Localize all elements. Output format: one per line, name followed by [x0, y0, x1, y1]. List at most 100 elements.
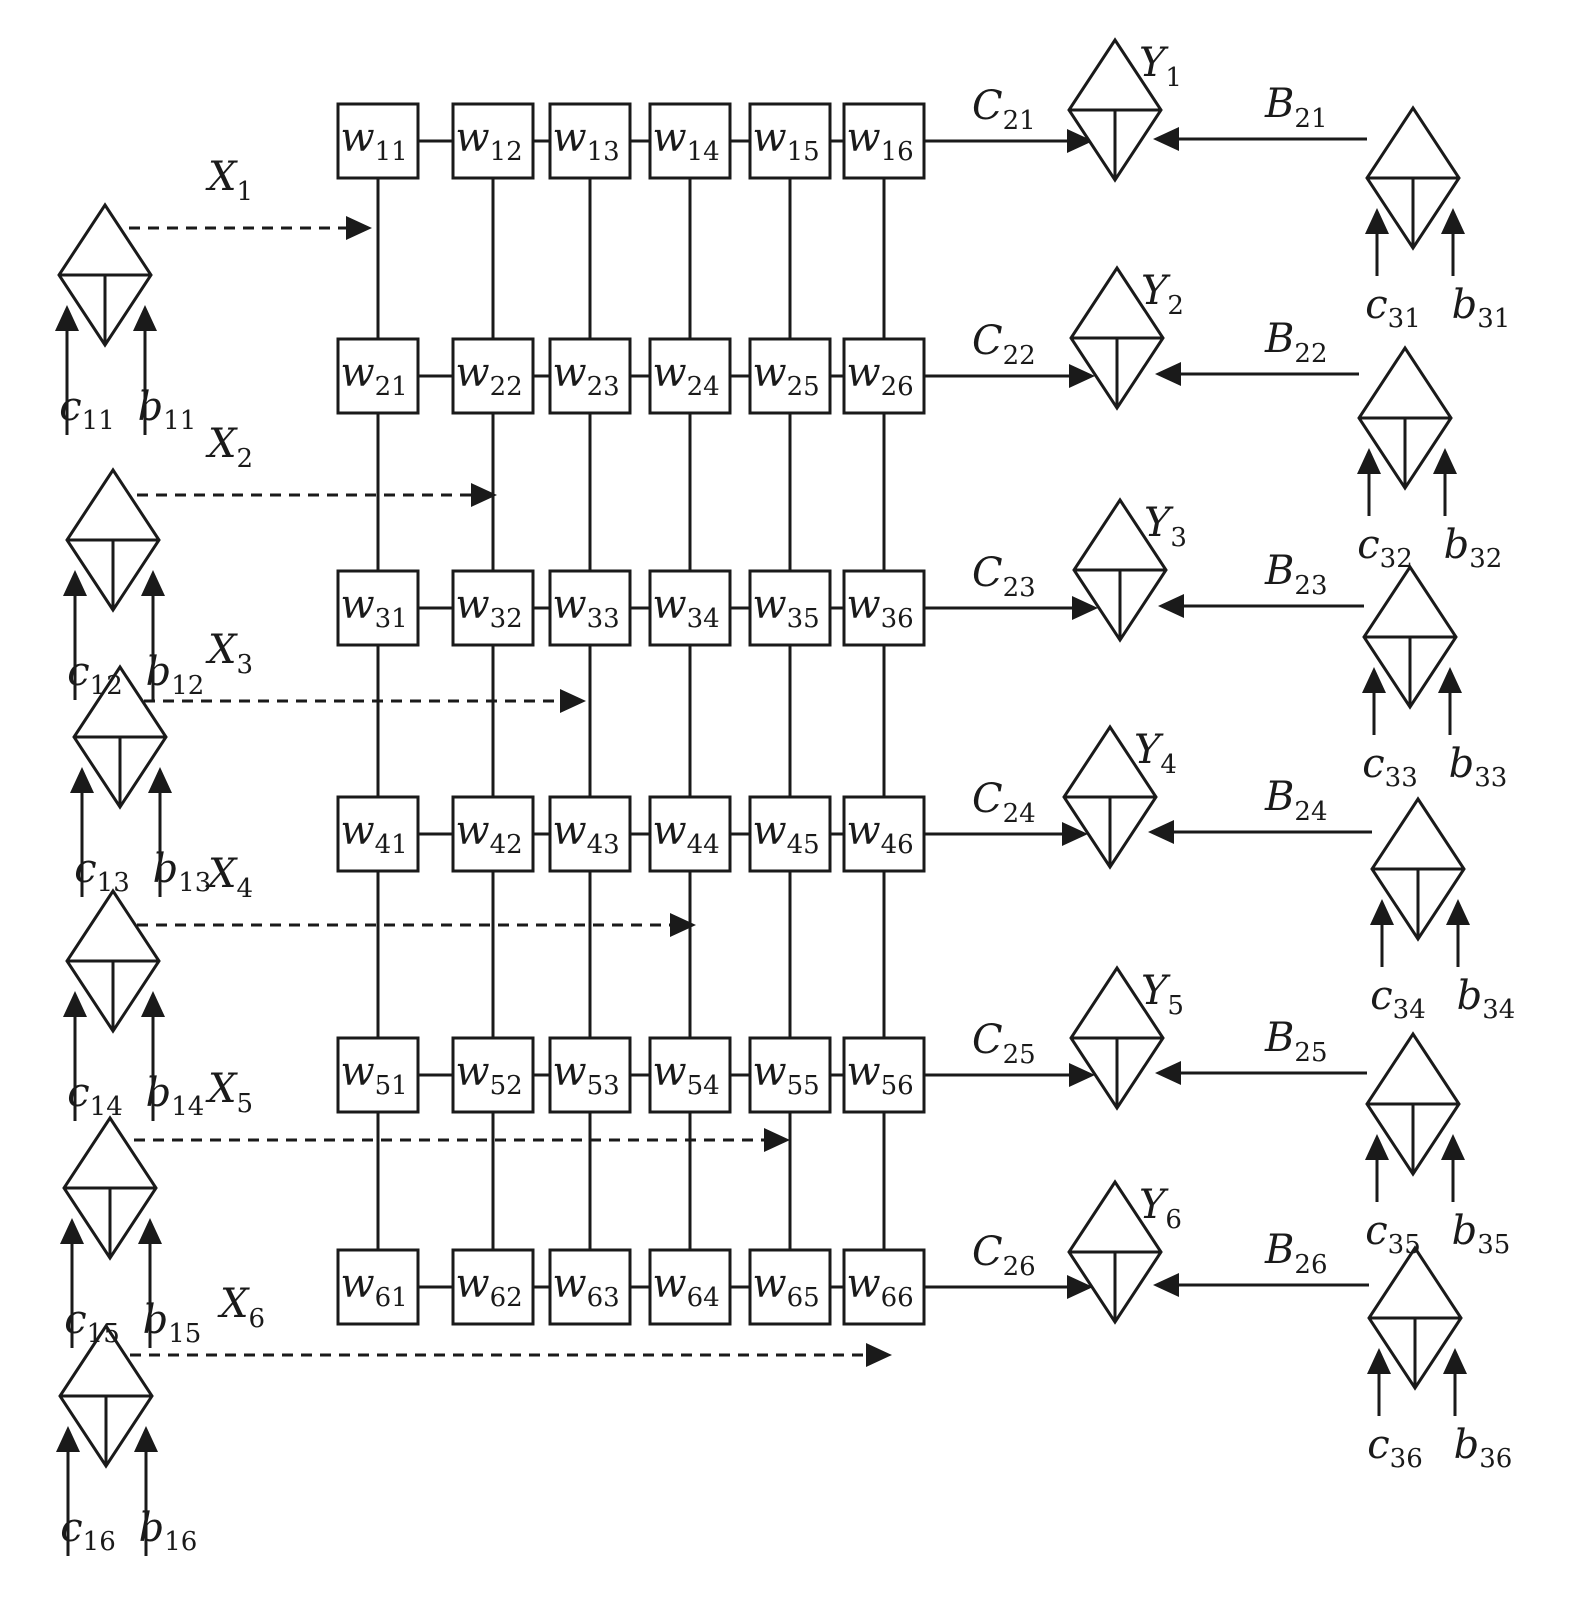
- source-c-arrowhead: [1365, 208, 1389, 234]
- weight-box: [648, 337, 732, 415]
- source-b-label: b36: [1454, 1422, 1513, 1474]
- input-b-arrowhead: [133, 305, 157, 331]
- weight-label: w15: [752, 115, 819, 167]
- weight-label: w12: [455, 115, 522, 167]
- input-c-label: c14: [67, 1070, 123, 1122]
- weight-label: w42: [455, 808, 522, 860]
- source-b-label: b32: [1444, 522, 1503, 574]
- output-c-arrowhead: [1069, 1063, 1095, 1087]
- output-c-label: C24: [972, 776, 1036, 829]
- weight-box: [842, 795, 926, 873]
- input-dashed-arrowhead: [471, 483, 497, 507]
- output-node: [1067, 1179, 1163, 1325]
- weight-box: [648, 102, 732, 180]
- output-c-label: C25: [972, 1017, 1036, 1070]
- output-c-arrowhead: [1072, 596, 1098, 620]
- input-b-label: b16: [139, 1505, 198, 1557]
- source-c-arrowhead: [1370, 899, 1394, 925]
- output-c-arrowhead: [1062, 822, 1088, 846]
- weight-label: w41: [340, 808, 407, 860]
- input-c-arrowhead: [60, 1218, 84, 1244]
- source-b-label: b34: [1457, 973, 1516, 1025]
- source-c-arrowhead: [1367, 1348, 1391, 1374]
- weight-box: [336, 569, 420, 647]
- input-node: [65, 888, 161, 1034]
- weight-label: w56: [846, 1049, 913, 1101]
- input-x-label: X5: [205, 1066, 253, 1119]
- weight-label: w16: [846, 115, 913, 167]
- output-c-label: C21: [972, 83, 1036, 136]
- output-b-label: B25: [1264, 1015, 1328, 1068]
- input-x-label: X2: [205, 421, 253, 474]
- output-node: [1072, 497, 1168, 643]
- input-c-label: c13: [74, 846, 130, 898]
- weight-box: [842, 337, 926, 415]
- input-b-label: b11: [138, 384, 197, 436]
- input-node: [62, 1115, 158, 1261]
- diagram-nodes: [57, 37, 1466, 1469]
- input-b-label: b14: [146, 1070, 205, 1122]
- input-c-arrowhead: [70, 767, 94, 793]
- output-b-label: B23: [1264, 548, 1328, 601]
- weight-label: w55: [752, 1049, 819, 1101]
- source-c-label: c33: [1362, 741, 1418, 793]
- weight-box: [336, 795, 420, 873]
- output-b-arrowhead: [1155, 1061, 1181, 1085]
- input-node: [72, 664, 168, 810]
- weight-box: [748, 337, 832, 415]
- source-b-label: b31: [1452, 282, 1511, 334]
- source-c-label: c35: [1365, 1208, 1421, 1260]
- output-b-arrowhead: [1153, 1273, 1179, 1297]
- output-b-label: B26: [1264, 1227, 1328, 1280]
- input-x-label: X4: [205, 851, 253, 904]
- weight-label: w22: [455, 350, 522, 402]
- source-b-arrowhead: [1441, 208, 1465, 234]
- input-b-arrowhead: [141, 570, 165, 596]
- weight-label: w36: [846, 582, 913, 634]
- source-c-label: c34: [1370, 973, 1426, 1025]
- input-node: [65, 467, 161, 613]
- output-y-label: Y2: [1141, 268, 1184, 321]
- input-b-arrowhead: [141, 991, 165, 1017]
- input-b-label: b13: [153, 846, 212, 898]
- output-y-label: Y3: [1144, 500, 1187, 553]
- source-b-arrowhead: [1441, 1134, 1465, 1160]
- weight-box: [548, 1036, 632, 1114]
- source-b-arrowhead: [1438, 667, 1462, 693]
- input-dashed-arrowhead: [670, 913, 696, 937]
- weight-box: [548, 795, 632, 873]
- source-b-label: b33: [1449, 741, 1508, 793]
- weight-label: w63: [552, 1261, 619, 1313]
- input-b-arrowhead: [134, 1426, 158, 1452]
- weight-box: [336, 102, 420, 180]
- output-c-arrowhead: [1069, 364, 1095, 388]
- output-c-arrowhead: [1067, 1275, 1093, 1299]
- output-y-label: Y1: [1139, 40, 1182, 93]
- output-c-label: C26: [972, 1229, 1036, 1282]
- weight-label: w14: [652, 115, 719, 167]
- weight-label: w66: [846, 1261, 913, 1313]
- weight-label: w54: [652, 1049, 719, 1101]
- input-x-label: X1: [205, 154, 253, 207]
- weight-box: [648, 1248, 732, 1326]
- source-c-label: c32: [1357, 522, 1413, 574]
- input-c-arrowhead: [56, 1426, 80, 1452]
- weight-label: w45: [752, 808, 819, 860]
- output-node: [1069, 265, 1165, 411]
- source-b-arrowhead: [1446, 899, 1470, 925]
- weight-label: w34: [652, 582, 719, 634]
- output-node: [1062, 724, 1158, 870]
- weight-box: [336, 1036, 420, 1114]
- input-dashed-arrowhead: [346, 216, 372, 240]
- source-b-label: b35: [1452, 1208, 1511, 1260]
- source-c-arrowhead: [1365, 1134, 1389, 1160]
- bias-source-node: [1365, 1031, 1461, 1177]
- output-node: [1067, 37, 1163, 183]
- weight-label: w31: [340, 582, 407, 634]
- weight-box: [451, 795, 535, 873]
- output-node: [1069, 965, 1165, 1111]
- input-dashed-arrowhead: [866, 1343, 892, 1367]
- source-c-arrowhead: [1357, 448, 1381, 474]
- output-c-label: C23: [972, 550, 1036, 603]
